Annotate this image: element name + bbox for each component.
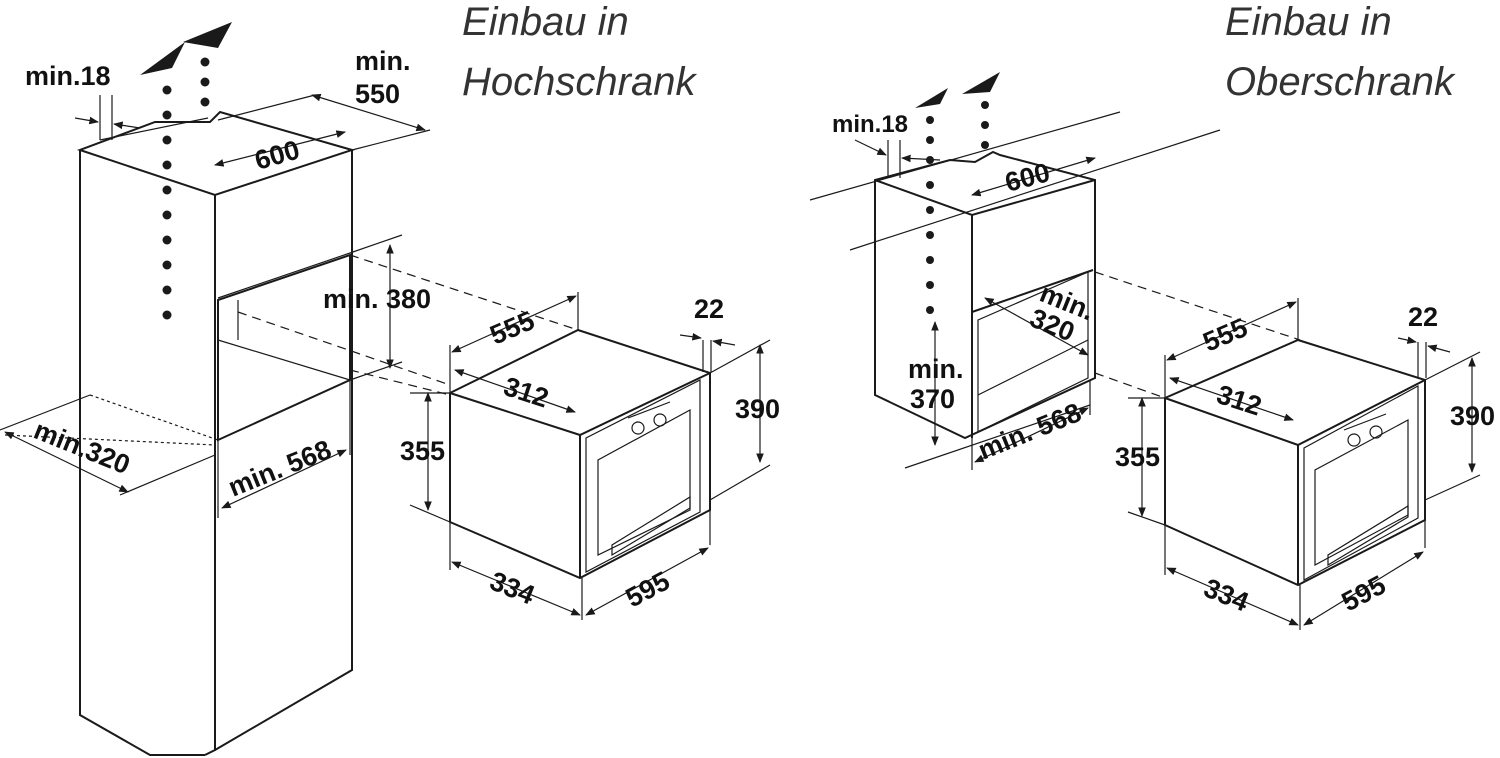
tall-cabinet — [76, 110, 356, 756]
oven-left-355: 355 — [400, 436, 445, 466]
oven-right-355: 355 — [1115, 442, 1160, 472]
oven-left-595: 595 — [621, 566, 675, 614]
oven-right-555: 555 — [1199, 312, 1252, 357]
oven-left-22: 22 — [694, 294, 724, 324]
oven-left-390: 390 — [735, 394, 780, 424]
oven-right-390: 390 — [1450, 401, 1495, 431]
dim-left-min320: min.320 — [30, 415, 134, 480]
vent-arrows-right — [915, 72, 1000, 314]
oven-right-22: 22 — [1408, 302, 1438, 332]
dim-left-min568: min. 568 — [224, 434, 335, 502]
title-right-line1: Einbau in — [1225, 0, 1392, 44]
dim-right-min18: min.18 — [832, 111, 908, 138]
oven-left-312: 312 — [500, 371, 552, 413]
oven-right-334: 334 — [1200, 573, 1253, 618]
oven-left-dims — [409, 292, 771, 620]
oven-right-dims — [1127, 298, 1481, 630]
title-left-line1: Einbau in — [462, 0, 629, 44]
dim-left-min550-b: 550 — [355, 79, 400, 109]
dim-right-min370-b: 370 — [910, 384, 955, 414]
dim-left-min380: min. 380 — [323, 284, 431, 314]
dim-left-min18: min.18 — [25, 61, 111, 91]
oven-right-312: 312 — [1213, 379, 1265, 421]
oven-right — [1164, 338, 1426, 587]
title-left-line2: Hochschrank — [462, 60, 697, 104]
oven-left-334: 334 — [486, 566, 539, 611]
vent-arrows-left — [140, 22, 232, 320]
title-right-line2: Oberschrank — [1225, 60, 1456, 104]
dim-right-600: 600 — [1002, 157, 1053, 198]
oven-left — [449, 328, 711, 580]
dim-right-min370-a: min. — [908, 354, 964, 384]
dim-left-min550-a: min. — [355, 46, 411, 76]
oven-left-555: 555 — [486, 305, 539, 350]
